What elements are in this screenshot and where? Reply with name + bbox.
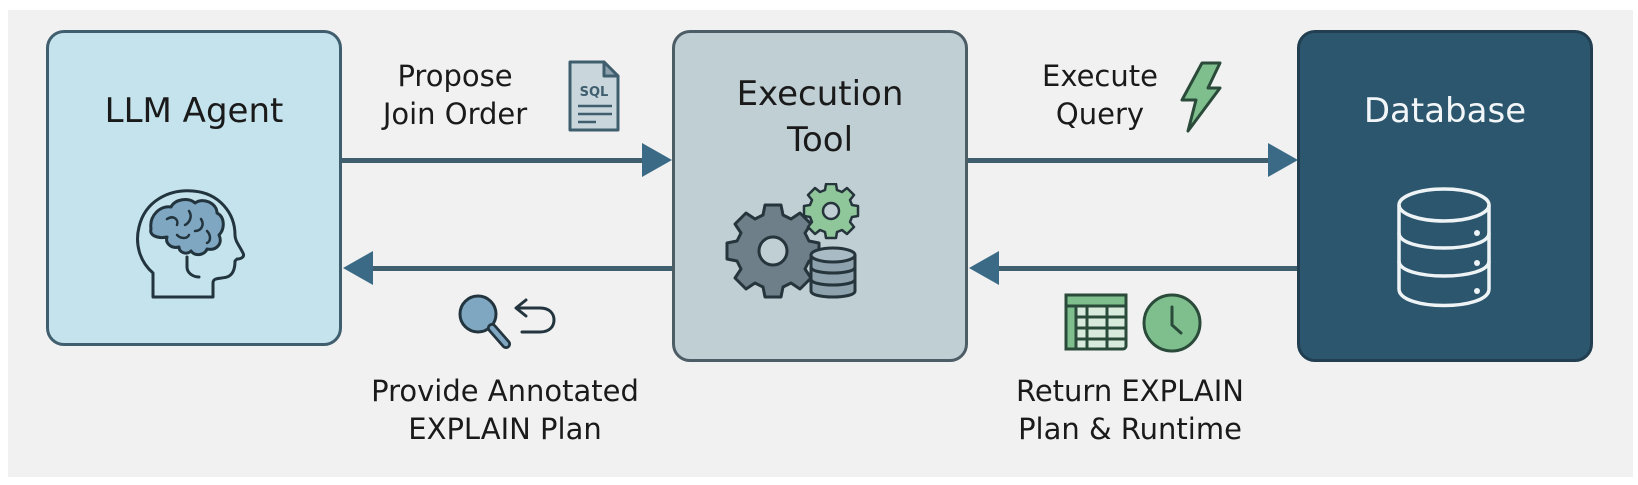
- table-icon: [1064, 293, 1128, 351]
- provide-arrow-head: [343, 251, 373, 285]
- llm-agent-title: LLM Agent: [104, 91, 284, 131]
- lightning-icon: [1180, 61, 1222, 133]
- database-icon: [1397, 187, 1491, 308]
- large-gear-icon: [725, 203, 821, 299]
- propose-label-line2: Join Order: [382, 97, 528, 131]
- execute-arrow-line: [968, 158, 1270, 163]
- provide-label: Provide Annotated EXPLAIN Plan: [340, 372, 670, 448]
- provide-arrow-line: [372, 266, 672, 271]
- return-arrow-head: [969, 251, 999, 285]
- execute-label: Execute Query: [1030, 57, 1170, 133]
- execute-arrow-head: [1268, 143, 1298, 177]
- database-title: Database: [1363, 91, 1527, 131]
- return-label: Return EXPLAIN Plan & Runtime: [980, 372, 1280, 448]
- propose-label-line1: Propose: [397, 59, 513, 93]
- execution-tool-title-line2: Tool: [786, 120, 854, 160]
- llm-agent-node: LLM Agent: [46, 30, 342, 346]
- execution-tool-node: Execution Tool: [672, 30, 968, 362]
- return-label-line2: Plan & Runtime: [1018, 412, 1242, 446]
- brain-head-icon: [136, 189, 245, 299]
- execute-label-line1: Execute: [1042, 59, 1158, 93]
- return-label-line1: Return EXPLAIN: [1015, 374, 1245, 408]
- small-gear-icon: [802, 183, 860, 240]
- execution-tool-title-line1: Execution: [736, 74, 904, 114]
- clock-icon: [1142, 293, 1202, 353]
- propose-arrow-line: [342, 158, 644, 163]
- propose-label: Propose Join Order: [370, 57, 540, 133]
- provide-label-line1: Provide Annotated: [371, 374, 639, 408]
- provide-label-line2: EXPLAIN Plan: [408, 412, 602, 446]
- return-arrow-line: [998, 266, 1297, 271]
- small-database-icon: [809, 246, 857, 299]
- sql-file-icon: SQL: [568, 60, 620, 132]
- propose-arrow-head: [642, 143, 672, 177]
- execute-label-line2: Query: [1055, 97, 1145, 131]
- search-return-icon: [458, 294, 556, 349]
- gears-database-icon: [725, 183, 860, 299]
- database-node: Database: [1297, 30, 1593, 362]
- sql-file-text: SQL: [580, 85, 609, 100]
